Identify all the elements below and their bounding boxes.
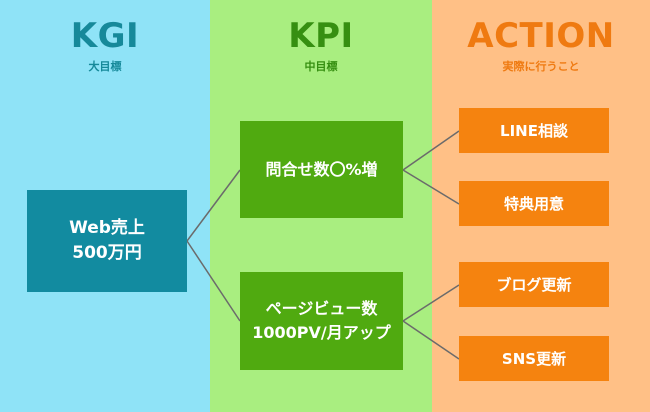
action-box-sns-update: SNS更新 bbox=[459, 336, 609, 381]
kpi-box-label: ページビュー数 bbox=[265, 299, 378, 318]
action-box-blog-update: ブログ更新 bbox=[459, 262, 609, 307]
action-box-line-consult: LINE相談 bbox=[459, 108, 609, 153]
kpi-column-subtitle: 中目標 bbox=[304, 60, 338, 73]
connector-kgi-to-kpi-1 bbox=[186, 169, 241, 242]
connector-kpi-2-to-action-3 bbox=[402, 284, 460, 322]
kpi-box-label: 問合せ数〇%増 bbox=[265, 159, 378, 179]
connector-kpi-2-to-action-4 bbox=[402, 320, 460, 360]
action-box-label: SNS更新 bbox=[501, 349, 567, 368]
connector-kpi-1-to-action-2 bbox=[402, 169, 460, 205]
action-box-label: ブログ更新 bbox=[496, 275, 572, 294]
kpi-box-inquiries: 問合せ数〇%増 bbox=[240, 121, 403, 218]
kgi-box: Web売上 500万円 bbox=[27, 190, 187, 292]
action-column-subtitle: 実際に行うこと bbox=[502, 60, 580, 73]
kgi-box-line-2: 500万円 bbox=[72, 243, 142, 263]
kgi-column-subtitle: 大目標 bbox=[88, 60, 122, 73]
kgi-box-line-1: Web売上 bbox=[69, 218, 145, 238]
action-box-label: 特典用意 bbox=[503, 194, 564, 213]
kpi-column-title: KPI bbox=[288, 16, 354, 56]
kpi-box-label-2: 1000PV/月アップ bbox=[252, 323, 391, 342]
kpi-box-pageviews: ページビュー数 1000PV/月アップ bbox=[240, 272, 403, 370]
kgi-column-title: KGI bbox=[70, 16, 140, 56]
action-column-title: ACTION bbox=[467, 16, 615, 56]
connector-kpi-1-to-action-1 bbox=[402, 130, 460, 171]
action-box-bonus: 特典用意 bbox=[459, 181, 609, 226]
connector-kgi-to-kpi-2 bbox=[186, 240, 241, 322]
action-box-label: LINE相談 bbox=[500, 121, 568, 140]
